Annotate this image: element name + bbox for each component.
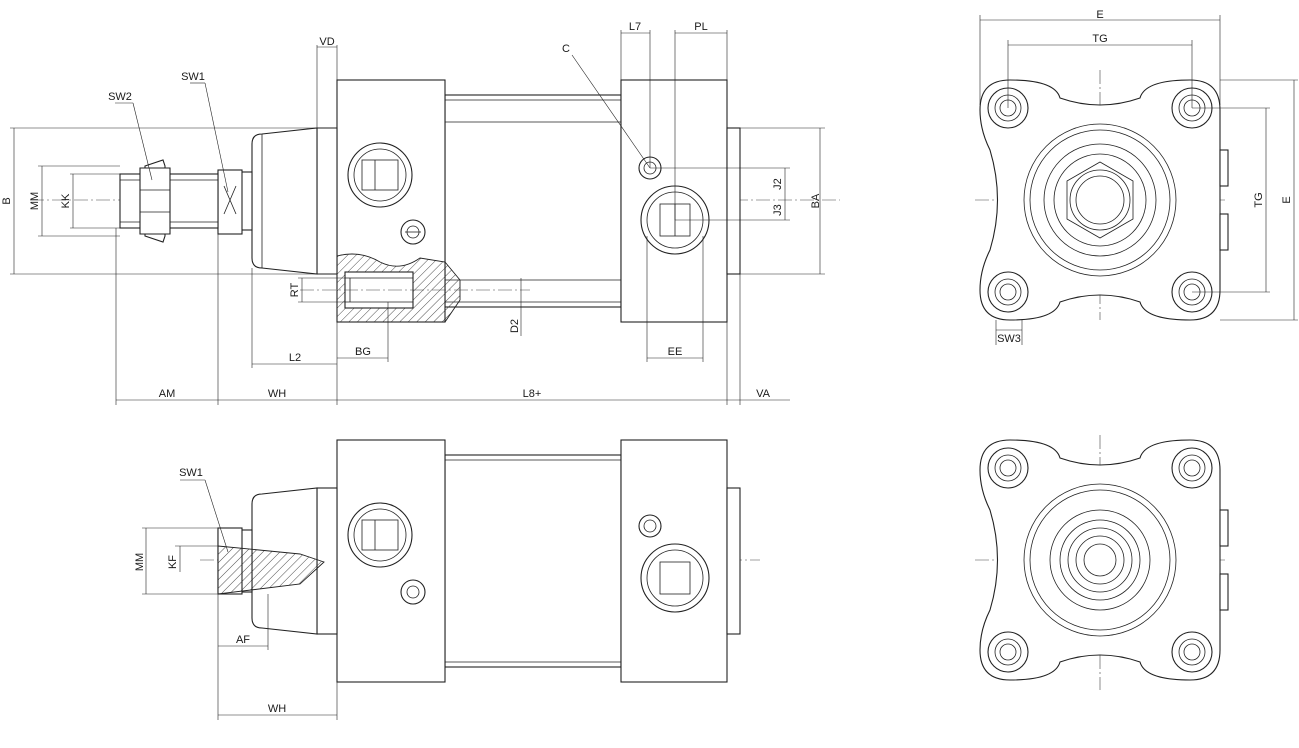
label-tg-top: TG bbox=[1092, 33, 1107, 45]
label-mm-bottom: MM bbox=[134, 553, 146, 571]
end-view-bottom bbox=[975, 435, 1229, 690]
label-wh-top: WH bbox=[268, 388, 286, 400]
label-j2: J2 bbox=[772, 178, 784, 190]
label-va: VA bbox=[756, 388, 771, 400]
label-sw2: SW2 bbox=[108, 91, 132, 103]
label-b: B bbox=[1, 197, 13, 204]
label-ee: EE bbox=[668, 346, 683, 358]
rod-flats bbox=[217, 169, 243, 235]
side-view-bottom: SW1 MM KF AF WH bbox=[134, 439, 760, 720]
label-kk: KK bbox=[60, 193, 72, 208]
end-plate bbox=[979, 79, 1221, 321]
label-e-side: E bbox=[1281, 196, 1293, 203]
label-sw1-bottom: SW1 bbox=[179, 467, 203, 479]
tie-rod-bolt bbox=[1171, 631, 1213, 673]
label-l2: L2 bbox=[289, 352, 301, 364]
label-sw1-top: SW1 bbox=[181, 71, 205, 83]
label-mm-top: MM bbox=[29, 192, 41, 210]
label-bg: BG bbox=[355, 346, 371, 358]
front-port bbox=[347, 142, 413, 208]
label-vd: VD bbox=[319, 36, 334, 48]
label-d2: D2 bbox=[509, 319, 521, 333]
label-j3: J3 bbox=[772, 204, 784, 216]
label-wh-bottom: WH bbox=[268, 703, 286, 715]
tie-rod-bolt bbox=[987, 631, 1029, 673]
label-sw3: SW3 bbox=[997, 333, 1021, 345]
side-view-top: VD L7 PL C SW1 SW2 B MM KK J2 J3 BA RT D… bbox=[1, 21, 840, 405]
tie-rod-bolt bbox=[987, 271, 1029, 313]
label-ba: BA bbox=[810, 193, 822, 208]
end-view-top: E TG TG E SW3 bbox=[975, 9, 1298, 345]
rear-boss bbox=[726, 127, 741, 275]
tie-rod-bolt bbox=[1171, 447, 1213, 489]
label-l8: L8+ bbox=[523, 388, 542, 400]
cylinder-tube bbox=[444, 94, 622, 308]
end-plate-bottom bbox=[979, 439, 1221, 681]
label-kf: KF bbox=[167, 555, 179, 569]
label-af: AF bbox=[236, 634, 250, 646]
tie-rod-bolt bbox=[987, 447, 1029, 489]
bushing bbox=[316, 127, 338, 275]
label-l7: L7 bbox=[629, 21, 641, 33]
label-tg-side: TG bbox=[1253, 192, 1265, 207]
label-am: AM bbox=[159, 388, 176, 400]
hex-nut-body bbox=[139, 167, 171, 235]
label-pl: PL bbox=[694, 21, 707, 33]
rod-section bbox=[217, 545, 325, 595]
label-e-top: E bbox=[1096, 9, 1103, 21]
label-c: C bbox=[562, 43, 570, 55]
label-rt: RT bbox=[289, 282, 301, 297]
